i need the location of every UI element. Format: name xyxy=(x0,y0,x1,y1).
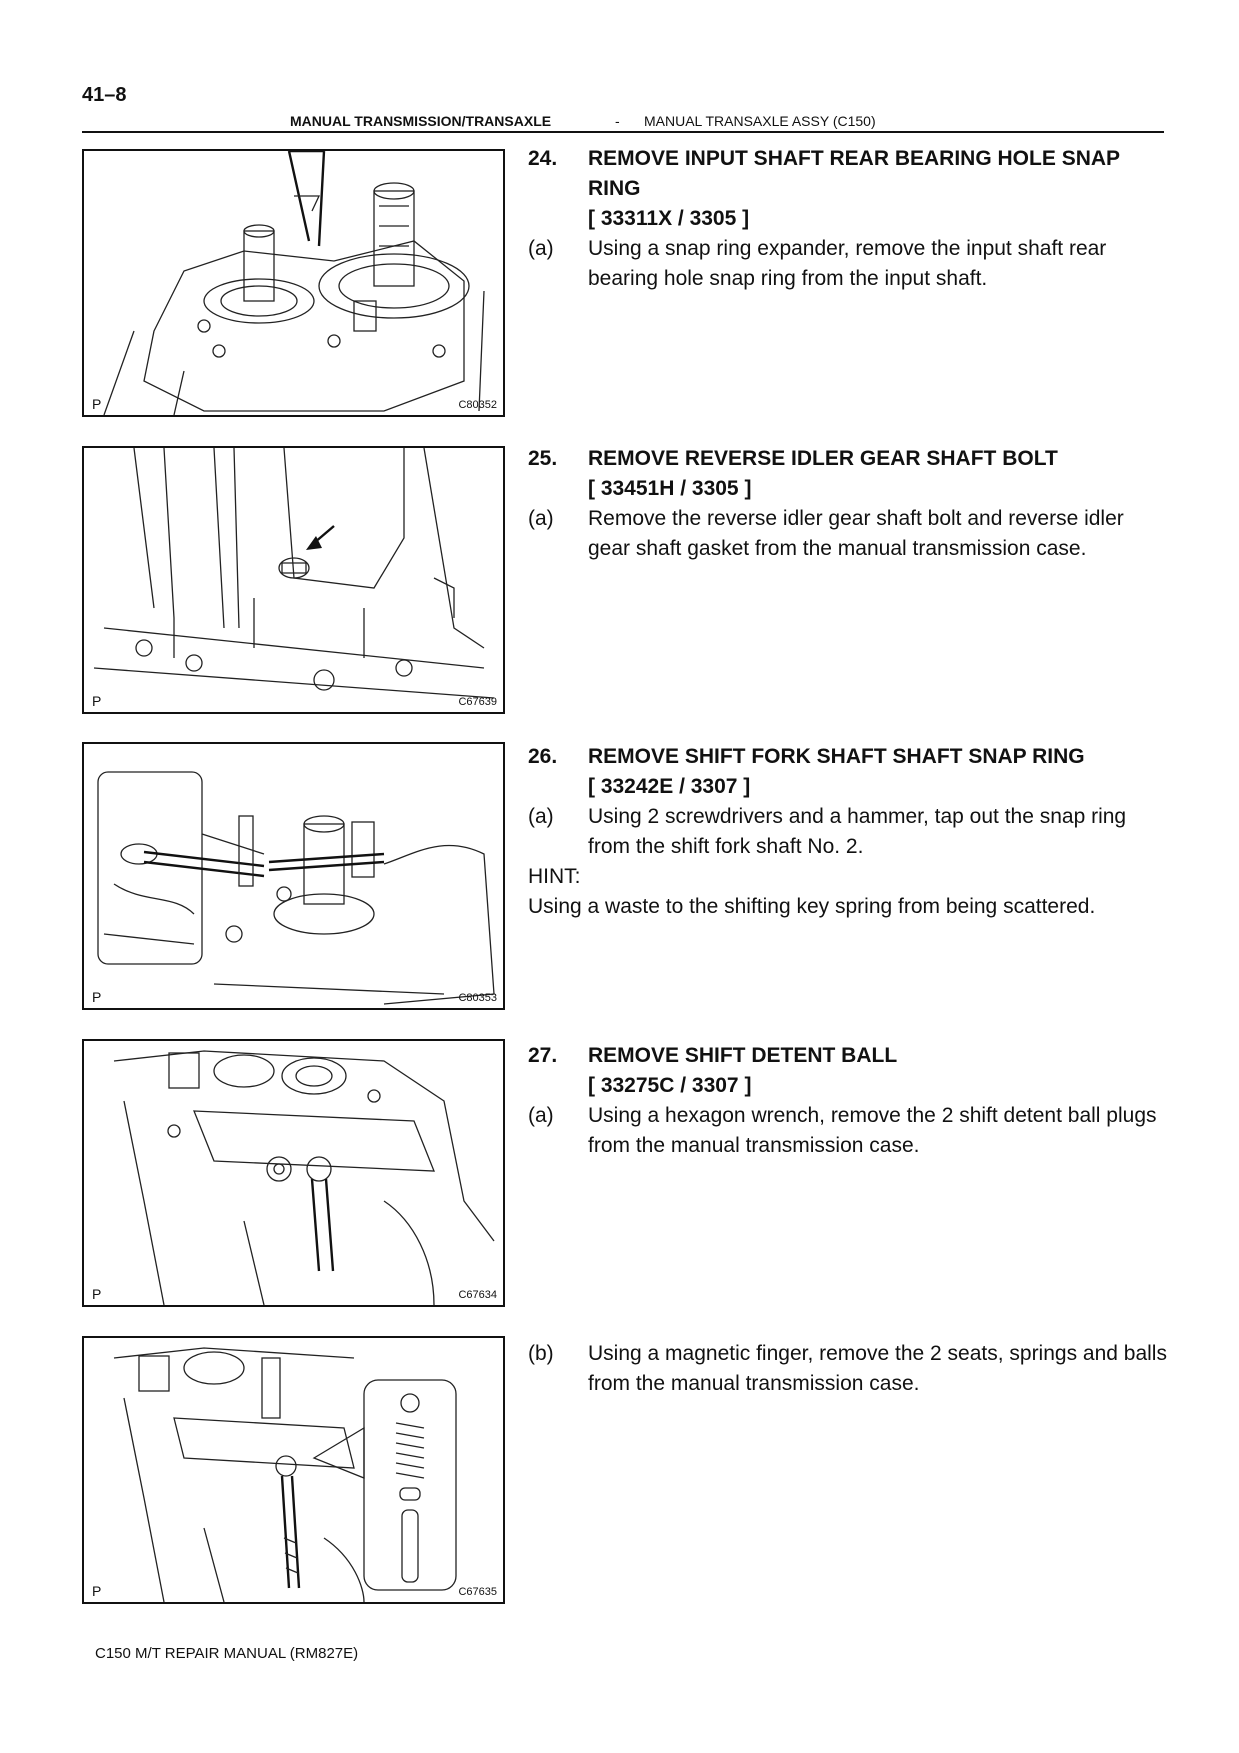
step-code: [ 33451H / 3305 ] xyxy=(588,477,752,500)
figure-hexagon-wrench: P C67634 xyxy=(82,1039,505,1307)
step-24: 24. REMOVE INPUT SHAFT REAR BEARING HOLE… xyxy=(528,144,1168,294)
illustration-reverse-idler-bolt xyxy=(93,448,495,699)
figure-magnetic-finger: P C67635 xyxy=(82,1336,505,1604)
illustration-hexagon-wrench xyxy=(113,1050,495,1305)
sub-step: (a) Using 2 screwdrivers and a hammer, t… xyxy=(528,802,1168,862)
sub-step-text: Using a snap ring expander, remove the i… xyxy=(588,237,1107,290)
sub-step-text: Remove the reverse idler gear shaft bolt… xyxy=(588,507,1124,560)
step-title: REMOVE SHIFT FORK SHAFT SHAFT SNAP RING xyxy=(588,745,1085,768)
sub-step: (b) Using a magnetic finger, remove the … xyxy=(528,1339,1168,1399)
figure-id: C67635 xyxy=(458,1586,497,1598)
step-number: 25. xyxy=(528,447,558,470)
header-subsection: MANUAL TRANSAXLE ASSY (C150) xyxy=(644,113,876,129)
figure-p-marker: P xyxy=(92,1286,102,1302)
sub-step-text: Using a hexagon wrench, remove the 2 shi… xyxy=(588,1104,1157,1157)
illustration-snap-ring-expander xyxy=(103,151,485,415)
illustration-shift-fork-snap-ring xyxy=(97,771,495,1005)
hint-label: HINT: xyxy=(528,865,581,888)
step-27-b: (b) Using a magnetic finger, remove the … xyxy=(528,1339,1168,1399)
step-26: 26. REMOVE SHIFT FORK SHAFT SHAFT SNAP R… xyxy=(528,742,1168,922)
sub-step-text: Using a magnetic finger, remove the 2 se… xyxy=(588,1342,1167,1395)
figure-id: C80353 xyxy=(458,992,497,1004)
page-number: 41–8 xyxy=(82,84,127,106)
figure-p-marker: P xyxy=(92,693,102,709)
sub-step-label: (a) xyxy=(528,805,554,828)
sub-step-text: Using 2 screwdrivers and a hammer, tap o… xyxy=(588,805,1127,858)
figure-shift-fork-snap-ring: P C80353 xyxy=(82,742,505,1010)
sub-step-label: (b) xyxy=(528,1342,554,1365)
step-code: [ 33275C / 3307 ] xyxy=(588,1074,752,1097)
header-section: MANUAL TRANSMISSION/TRANSAXLE xyxy=(290,113,552,129)
figure-snap-ring-expander: P C80352 xyxy=(82,149,505,417)
sub-step-label: (a) xyxy=(528,507,554,530)
hint-text: Using a waste to the shifting key spring… xyxy=(528,895,1096,918)
figure-id: C67634 xyxy=(458,1289,497,1301)
step-number: 27. xyxy=(528,1044,558,1067)
step-number: 24. xyxy=(528,147,558,170)
sub-step: (a) Using a snap ring expander, remove t… xyxy=(528,234,1168,294)
header-separator: - xyxy=(615,113,620,129)
figure-reverse-idler-bolt: P C67639 xyxy=(82,446,505,714)
step-title: REMOVE SHIFT DETENT BALL xyxy=(588,1044,898,1067)
sub-step-label: (a) xyxy=(528,237,554,260)
header-rule xyxy=(82,131,1164,133)
figure-id: C67639 xyxy=(458,696,497,708)
running-header: MANUAL TRANSMISSION/TRANSAXLE - MANUAL T… xyxy=(82,111,1164,133)
step-title: REMOVE REVERSE IDLER GEAR SHAFT BOLT xyxy=(588,447,1058,470)
figure-p-marker: P xyxy=(92,989,102,1005)
illustration-magnetic-finger xyxy=(113,1347,457,1602)
step-code: [ 33242E / 3307 ] xyxy=(588,775,751,798)
sub-step: (a) Remove the reverse idler gear shaft … xyxy=(528,504,1168,564)
step-25: 25. REMOVE REVERSE IDLER GEAR SHAFT BOLT… xyxy=(528,444,1168,564)
figure-id: C80352 xyxy=(458,399,497,411)
figure-p-marker: P xyxy=(92,1583,102,1599)
step-title: REMOVE INPUT SHAFT REAR BEARING HOLE SNA… xyxy=(588,147,1120,200)
figure-p-marker: P xyxy=(92,396,102,412)
step-code: [ 33311X / 3305 ] xyxy=(588,207,750,230)
sub-step-label: (a) xyxy=(528,1104,554,1127)
step-27: 27. REMOVE SHIFT DETENT BALL [ 33275C / … xyxy=(528,1041,1168,1161)
step-number: 26. xyxy=(528,745,558,768)
footer: C150 M/T REPAIR MANUAL (RM827E) xyxy=(95,1645,359,1662)
sub-step: (a) Using a hexagon wrench, remove the 2… xyxy=(528,1101,1168,1161)
